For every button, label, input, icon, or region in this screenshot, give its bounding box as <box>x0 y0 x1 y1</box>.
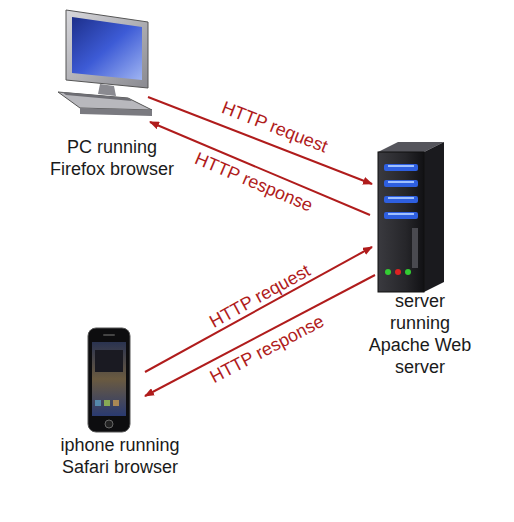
http-arrow <box>148 97 372 184</box>
pc-icon <box>58 10 152 116</box>
device-node: iphone running Safari browser <box>45 322 195 478</box>
device-caption: server running Apache Web server <box>365 290 475 378</box>
device-node: server running Apache Web server <box>365 140 475 378</box>
device-caption: PC running Firefox browser <box>42 136 182 180</box>
device-caption: iphone running Safari browser <box>45 434 195 478</box>
arrow-label: HTTP request <box>217 96 332 157</box>
iphone-icon <box>88 328 130 432</box>
device-node: PC running Firefox browser <box>42 8 182 180</box>
http-arrow <box>150 122 370 215</box>
server-icon <box>378 142 444 292</box>
arrow-label: HTTP response <box>191 148 318 217</box>
